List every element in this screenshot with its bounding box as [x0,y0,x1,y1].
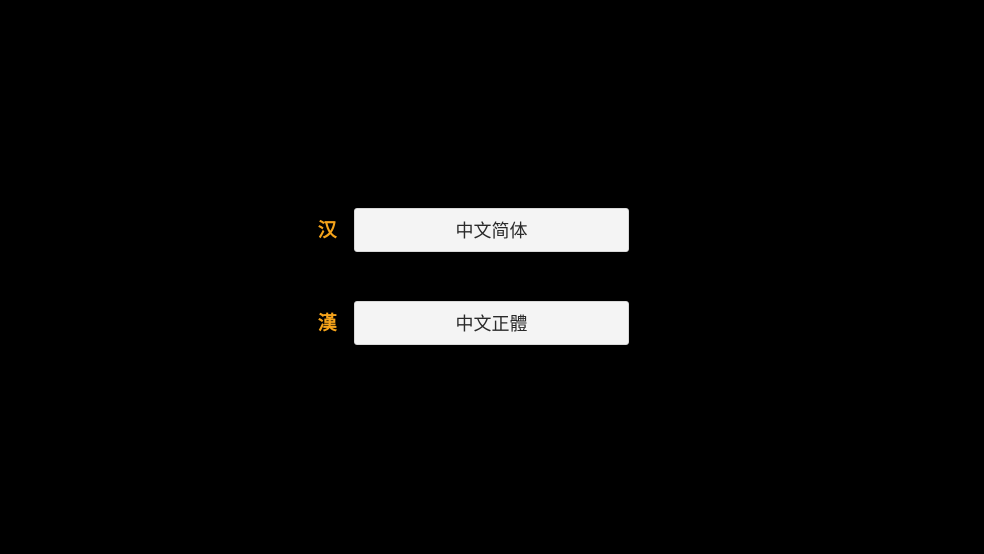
language-option-traditional-chinese: 漢 中文正體 [318,301,629,345]
language-option-simplified-chinese: 汉 中文简体 [318,208,629,252]
traditional-chinese-glyph: 漢 [318,312,338,334]
simplified-chinese-glyph: 汉 [318,219,338,241]
simplified-chinese-button[interactable]: 中文简体 [354,208,629,252]
traditional-chinese-button[interactable]: 中文正體 [354,301,629,345]
